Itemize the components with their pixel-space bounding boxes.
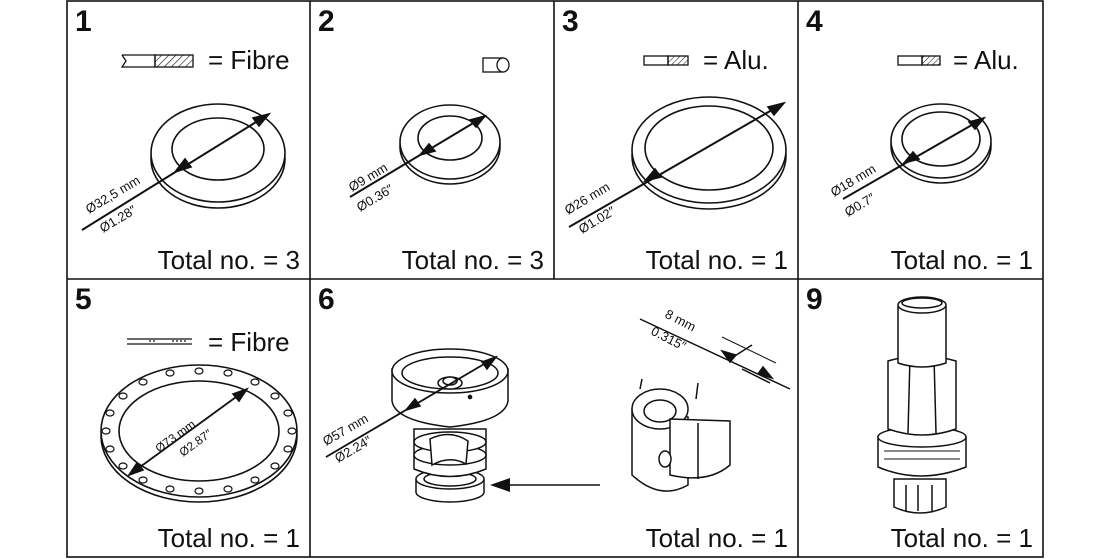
fibre-material-icon xyxy=(127,338,192,345)
gasket-ring xyxy=(81,103,286,231)
width-dimension xyxy=(639,318,791,390)
flange-gasket xyxy=(100,364,298,503)
gasket-ring xyxy=(568,96,787,228)
panel-3: 3 = Alu. Ø26 mm Ø1.02″ Tota xyxy=(554,1,798,279)
panel-number: 4 xyxy=(806,5,823,38)
gasket-drawing: Ø32,5 mm Ø1.28″ xyxy=(81,54,286,236)
gasket-drawing: Ø9 mm Ø0.36″ xyxy=(346,57,510,215)
split-ring xyxy=(631,378,731,492)
material-label: = Fibre xyxy=(208,327,290,357)
total-count: Total no. = 1 xyxy=(645,523,788,553)
gasket-drawing: Ø26 mm Ø1.02″ xyxy=(562,55,787,237)
panel-number: 5 xyxy=(75,283,92,316)
total-count: Total no. = 3 xyxy=(401,245,544,275)
panel-number: 6 xyxy=(318,283,335,316)
dimension-inch: Ø0.7″ xyxy=(842,190,878,220)
gasket-ring xyxy=(842,103,992,200)
gasket-ring xyxy=(349,104,501,198)
valve-insert xyxy=(325,348,600,503)
material-label: = Alu. xyxy=(953,45,1019,75)
fibre-material-icon xyxy=(120,54,194,68)
plug-valve-drawing xyxy=(877,296,967,514)
panel-9: 9 Total no xyxy=(798,279,1043,557)
aluminium-material-icon xyxy=(643,55,689,66)
plug-valve xyxy=(877,296,967,514)
total-count: Total no. = 1 xyxy=(890,523,1033,553)
panel-6: 6 xyxy=(310,279,798,557)
gasket-drawing: Ø18 mm Ø0.7″ xyxy=(828,55,992,220)
panel-2: 2 Ø9 mm Ø0.36″ Total no. = 3 xyxy=(310,1,554,279)
valve-insert-drawing: Ø57 mm Ø2.24″ 8 mm 0.315″ xyxy=(320,306,791,503)
material-label: = Alu. xyxy=(703,45,769,75)
total-count: Total no. = 1 xyxy=(890,245,1033,275)
panel-number: 2 xyxy=(318,5,335,38)
panel-5: 5 = Fibre xyxy=(67,279,310,557)
panel-number: 3 xyxy=(562,5,579,38)
total-count: Total no. = 3 xyxy=(157,245,300,275)
total-count: Total no. = 1 xyxy=(645,245,788,275)
aluminium-material-icon xyxy=(897,55,941,66)
material-label: = Fibre xyxy=(208,45,290,75)
total-count: Total no. = 1 xyxy=(157,523,300,553)
panel-1: 1 = Fibre Ø32,5 mm Ø1.28″ T xyxy=(67,1,310,279)
bolt-holes xyxy=(101,367,297,495)
o-ring-material-icon xyxy=(482,57,510,73)
panel-number: 9 xyxy=(806,283,823,316)
panel-number: 1 xyxy=(75,5,92,38)
panel-4: 4 = Alu. Ø18 mm Ø0.7″ Total xyxy=(798,1,1043,279)
gasket-drawing: Ø73 mm Ø2.87″ xyxy=(100,338,298,503)
